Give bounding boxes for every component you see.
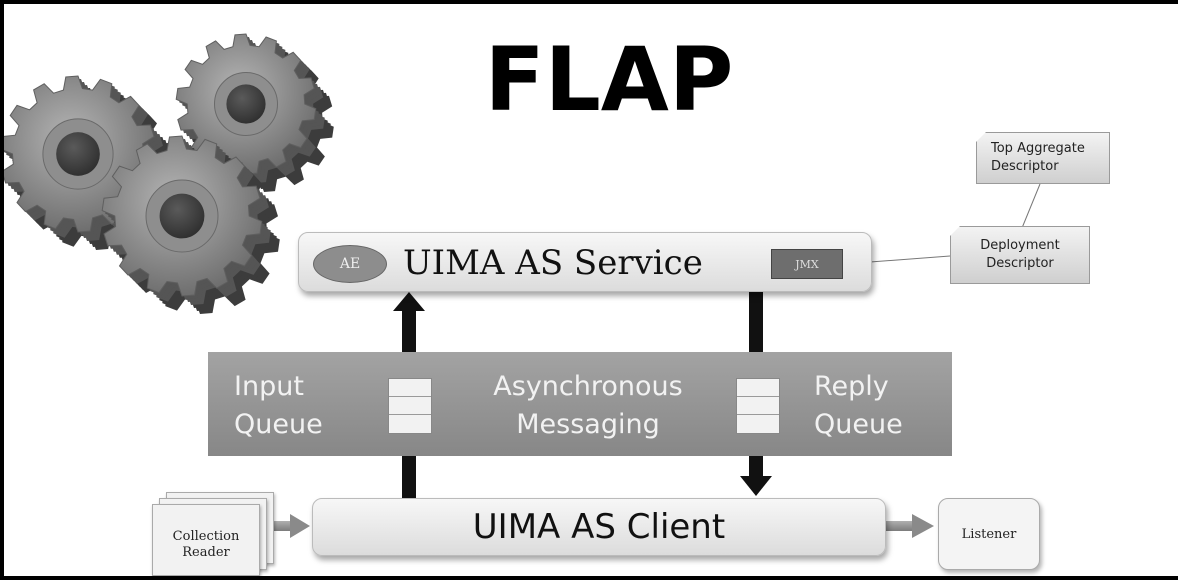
top-aggregate-descriptor-note: Top Aggregate Descriptor — [976, 132, 1110, 184]
deployment-line2: Descriptor — [986, 256, 1054, 271]
input-queue-label: Input Queue — [234, 368, 323, 444]
input-queue-line1: Input — [234, 371, 304, 402]
note-connector-line — [1021, 183, 1041, 229]
page-title: FLAP — [484, 28, 734, 131]
client-title: UIMA AS Client — [472, 507, 726, 547]
reply-queue-icon — [736, 378, 780, 434]
top-aggregate-line1: Top Aggregate — [991, 141, 1085, 156]
input-queue-line2: Queue — [234, 409, 323, 440]
reply-queue-line2: Queue — [814, 409, 903, 440]
collection-reader-label: Collection Reader — [153, 529, 259, 561]
reply-queue-label: Reply Queue — [814, 368, 903, 444]
client-to-listener-arrow — [884, 514, 934, 538]
gear-icon — [4, 75, 174, 250]
async-messaging-label: Asynchronous Messaging — [478, 368, 698, 444]
async-line1: Asynchronous — [493, 371, 683, 402]
reply-queue-line1: Reply — [814, 371, 889, 402]
ae-badge: AE — [313, 245, 387, 283]
gears-graphic — [4, 33, 334, 314]
jmx-badge: JMX — [771, 249, 843, 279]
listener-box: Listener — [938, 498, 1040, 570]
collection-reader-line1: Collection — [172, 529, 240, 544]
uima-as-client-box: UIMA AS Client — [312, 498, 886, 556]
service-title: UIMA AS Service — [403, 243, 703, 283]
collection-reader-line2: Reader — [182, 545, 230, 560]
uima-as-service-box: AE UIMA AS Service JMX — [298, 232, 872, 292]
gear-icon — [175, 33, 334, 192]
input-queue-icon — [388, 378, 432, 434]
deploy-connector-line — [869, 255, 951, 263]
asynchronous-messaging-band: Input Queue Asynchronous Messaging Reply… — [208, 352, 952, 456]
gear-icon — [101, 135, 280, 314]
deployment-line1: Deployment — [980, 238, 1060, 253]
async-line2: Messaging — [516, 409, 660, 440]
collection-reader-stack: Collection Reader — [152, 492, 274, 576]
top-aggregate-line2: Descriptor — [991, 159, 1059, 174]
deployment-descriptor-note: Deployment Descriptor — [950, 226, 1090, 284]
